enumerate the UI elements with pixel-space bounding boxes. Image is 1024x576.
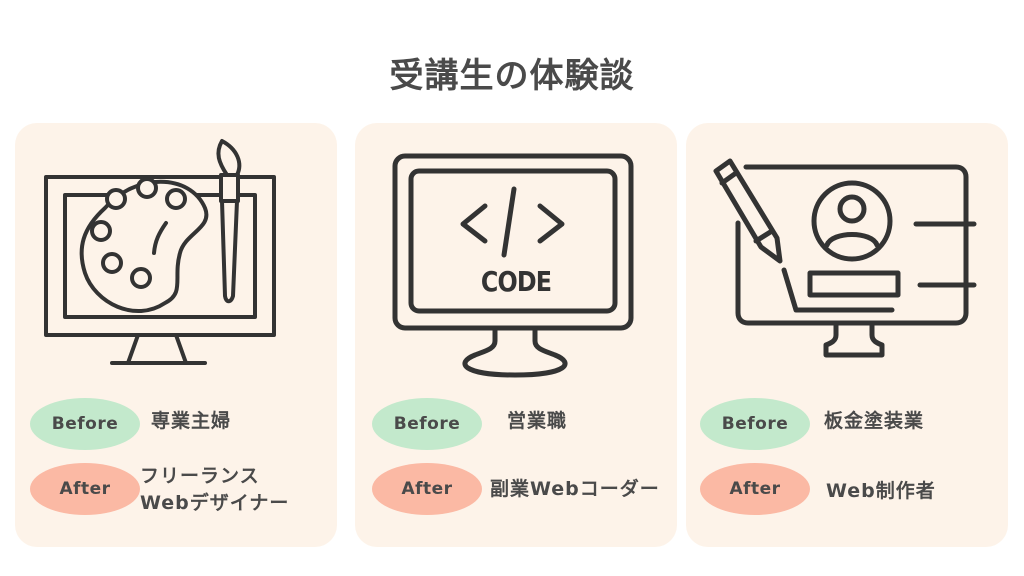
testimonial-card-3: Before 板金塗装業 After Web制作者 [686,123,1008,547]
before-badge: Before [30,398,140,450]
after-value-line1: フリーランス [140,465,260,487]
after-value-line1: 副業Webコーダー [490,478,660,500]
page-title: 受講生の体験談 [389,56,635,96]
monitor-code-icon [392,153,634,378]
before-value: 営業職 [507,410,568,432]
after-badge: After [372,463,482,515]
monitor-profile-pencil-icon [713,158,977,358]
testimonial-card-2: CODE Before 営業職 After 副業Webコーダー [355,123,677,547]
after-badge: After [30,463,140,515]
after-value-line1: Web制作者 [826,480,936,502]
before-badge: Before [700,398,810,450]
after-badge: After [700,463,810,515]
testimonial-card-1: Before 専業主婦 After フリーランス Webデザイナー [15,123,337,547]
before-value: 板金塗装業 [824,410,925,432]
before-badge: Before [372,398,482,450]
before-value: 専業主婦 [151,410,232,432]
after-value-line2: Webデザイナー [140,492,290,514]
monitor-palette-brush-icon [44,139,276,365]
code-label: CODE [480,265,552,298]
